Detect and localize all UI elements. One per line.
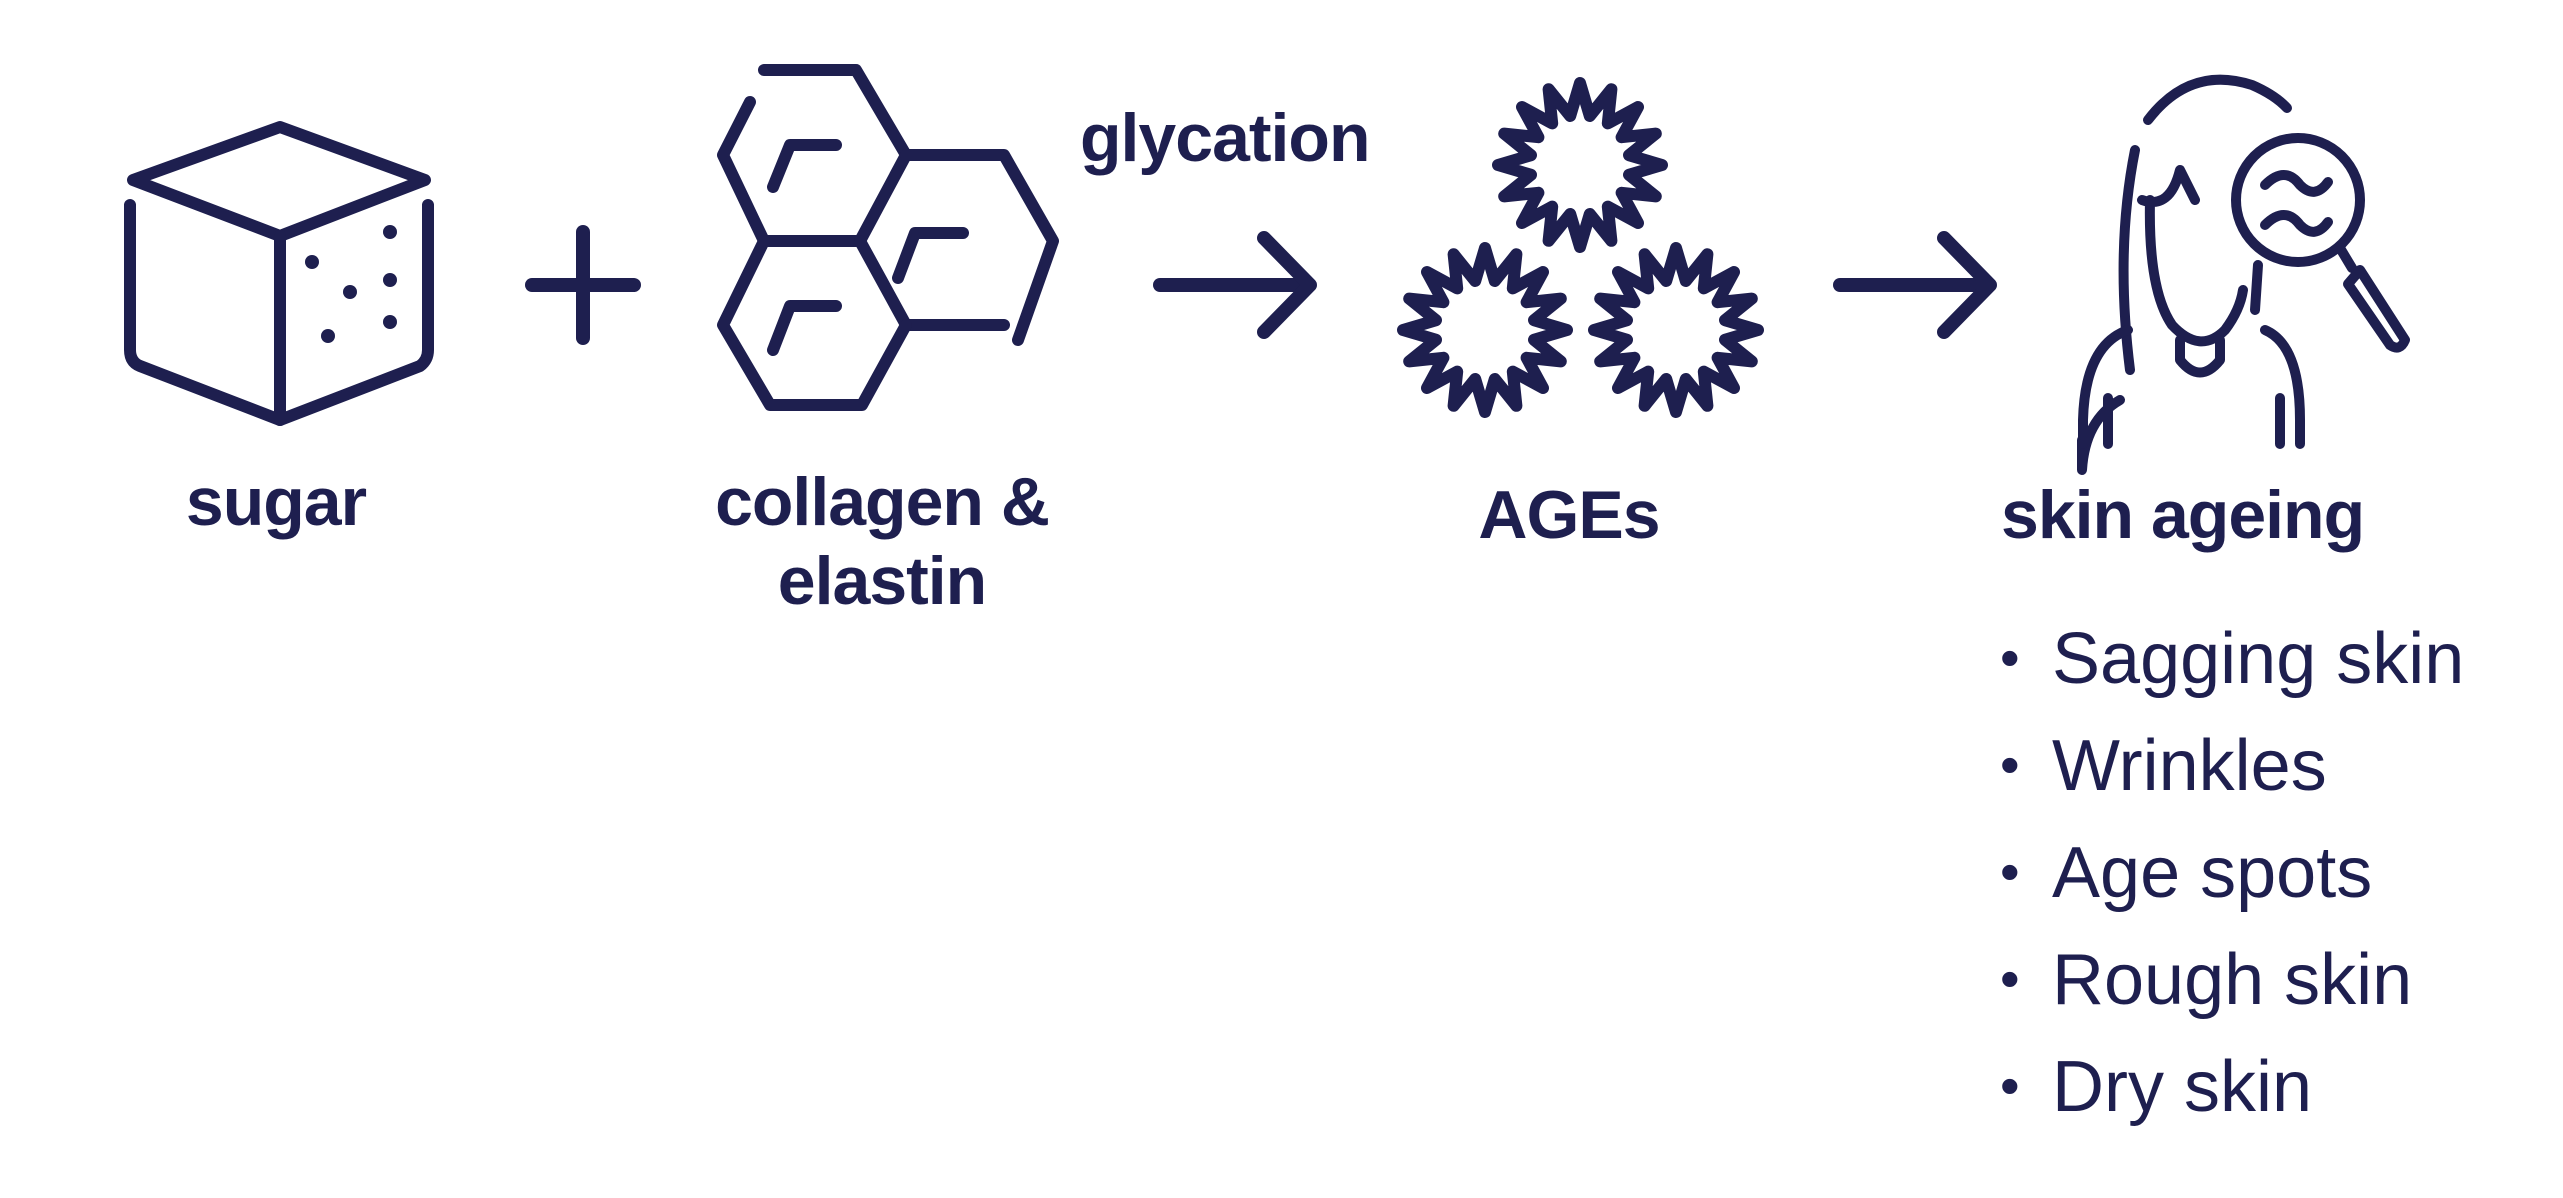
bullet-icon: • xyxy=(2000,626,2020,689)
arrow-right-icon xyxy=(1833,231,1997,339)
arrow-right-icon xyxy=(1153,231,1317,339)
skin-ageing-label: skin ageing xyxy=(2001,477,2365,553)
sugar-label: sugar xyxy=(185,464,367,540)
woman-magnifier-icon xyxy=(2077,74,2410,475)
starburst-cluster-icon xyxy=(1397,77,1764,418)
elastin-label: elastin xyxy=(777,543,987,619)
bullet-icon: • xyxy=(2000,947,2020,1010)
effects-list: •Sagging skin •Wrinkles •Age spots •Roug… xyxy=(2000,605,2464,1140)
list-item: •Age spots xyxy=(2000,819,2464,926)
hexagon-molecule-icon xyxy=(717,64,1059,411)
list-item: •Dry skin xyxy=(2000,1033,2464,1140)
plus-icon xyxy=(525,225,641,345)
bullet-icon: • xyxy=(2000,840,2020,903)
list-item: •Wrinkles xyxy=(2000,712,2464,819)
glycation-label: glycation xyxy=(1080,100,1370,176)
list-item: •Sagging skin xyxy=(2000,605,2464,712)
sugar-cube-icon xyxy=(124,121,434,426)
bullet-icon: • xyxy=(2000,1054,2020,1117)
collagen-label: collagen & xyxy=(715,464,1050,540)
bullet-icon: • xyxy=(2000,733,2020,796)
list-item: •Rough skin xyxy=(2000,926,2464,1033)
ages-label: AGEs xyxy=(1478,477,1660,553)
